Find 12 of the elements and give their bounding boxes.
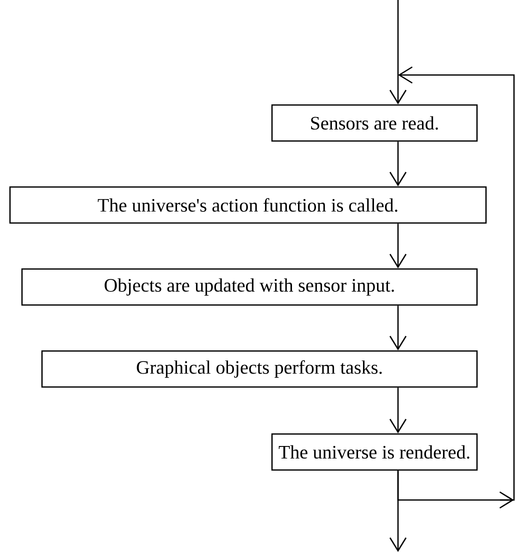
- arrow: [389, 224, 407, 268]
- process-box: Objects are updated with sensor input.: [21, 268, 478, 306]
- arrow: [389, 470, 407, 552]
- arrow: [389, 142, 407, 186]
- arrow: [397, 66, 515, 509]
- arrow: [389, 306, 407, 350]
- arrow: [389, 0, 407, 104]
- process-box: The universe is rendered.: [271, 433, 478, 471]
- arrow: [389, 388, 407, 434]
- process-box: Graphical objects perform tasks.: [41, 350, 478, 388]
- process-box: Sensors are read.: [271, 104, 478, 142]
- process-box: The universe's action function is called.: [9, 186, 487, 224]
